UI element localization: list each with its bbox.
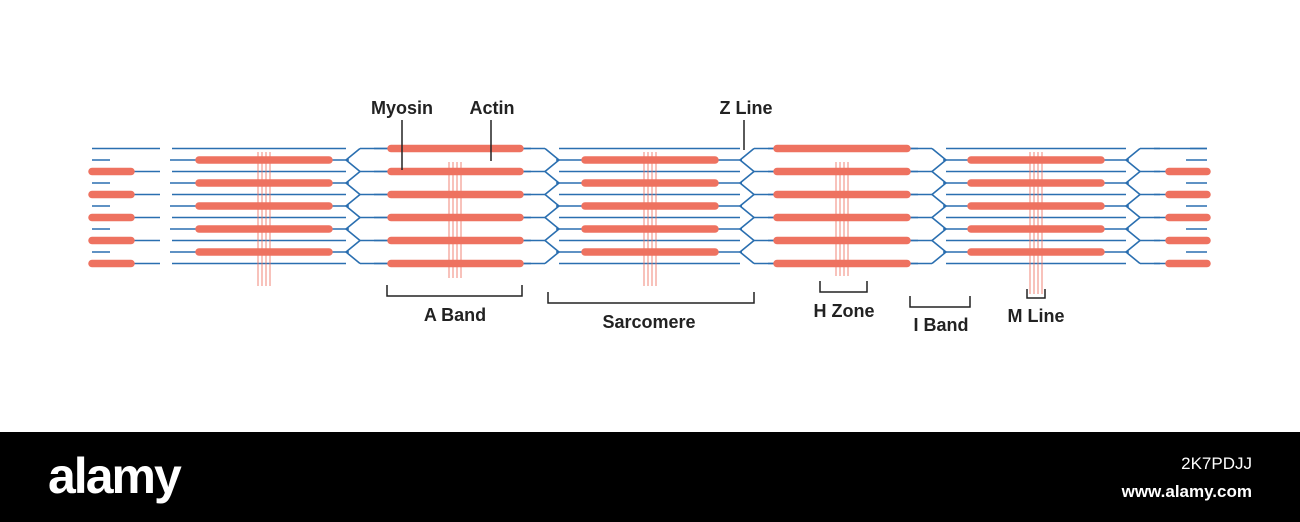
i-band-bracket — [909, 296, 971, 308]
i-band-label: I Band — [913, 315, 968, 335]
a-band-label: A Band — [424, 305, 486, 325]
a-band-bracket — [386, 285, 523, 297]
sarcomere-label: Sarcomere — [602, 312, 695, 332]
z-line-segment — [738, 216, 755, 242]
h-zone-label: H Zone — [814, 301, 875, 321]
m-line-label: M Line — [1008, 306, 1065, 326]
alamy-logo: alamy — [48, 448, 182, 504]
annotations: Myosin Actin Z Line A Band Sarcomere H Z… — [371, 98, 1065, 335]
myosin-filaments — [88, 144, 1211, 294]
z-line-label: Z Line — [720, 98, 773, 118]
sarcomere-bracket — [547, 292, 755, 304]
z-line-segment — [738, 170, 755, 196]
image-id: 2K7PDJJ — [1181, 454, 1252, 473]
h-zone-bracket — [819, 281, 868, 293]
actin-label: Actin — [470, 98, 515, 118]
sarcomere-diagram: Myosin Actin Z Line A Band Sarcomere H Z… — [88, 98, 1211, 335]
footer-bar: alamy 2K7PDJJ www.alamy.com — [0, 432, 1300, 522]
m-line-bracket — [1026, 289, 1046, 299]
z-line-segment — [738, 193, 755, 219]
z-line-segment — [738, 239, 755, 265]
z-line-segment — [738, 147, 755, 173]
website-url: www.alamy.com — [1121, 482, 1252, 501]
myosin-label: Myosin — [371, 98, 433, 118]
